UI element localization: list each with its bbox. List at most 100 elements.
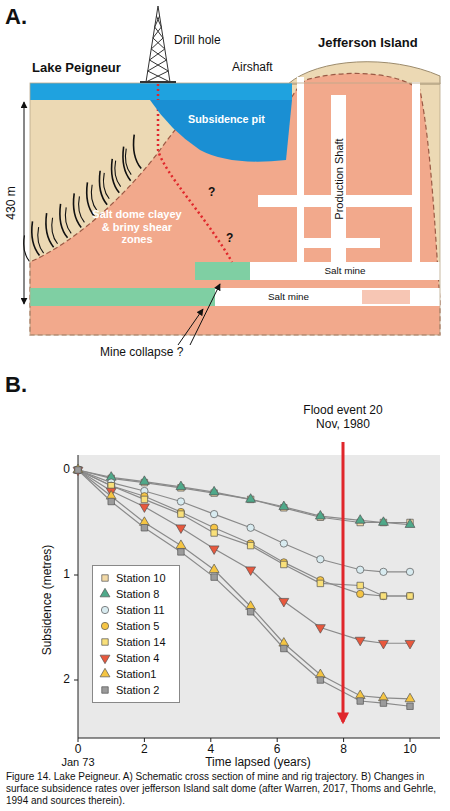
data-marker	[379, 692, 389, 701]
lake-water	[30, 83, 292, 100]
legend-text: Station 4	[116, 652, 159, 664]
legend-entry: Station 5	[99, 618, 173, 634]
x-tick	[410, 738, 411, 742]
series-line	[78, 470, 410, 706]
station-series	[73, 464, 415, 527]
data-marker	[209, 486, 219, 495]
series-line	[78, 470, 410, 572]
shear-stroke	[65, 207, 71, 233]
node-text: Production Shaft	[333, 138, 345, 219]
data-marker	[211, 530, 217, 536]
rig-brace	[153, 27, 161, 38]
callout-label: Mine collapse ?	[100, 346, 183, 360]
data-marker	[74, 466, 81, 473]
legend-marker	[99, 588, 111, 600]
legend-text: Station 8	[116, 588, 159, 600]
data-marker	[317, 556, 324, 563]
station-series	[74, 466, 413, 575]
data-marker	[177, 498, 184, 505]
data-marker	[407, 593, 413, 599]
tick-label: 1	[63, 568, 70, 582]
legend-text: Station 2	[116, 684, 159, 696]
data-marker	[380, 568, 387, 575]
legend-box: Station 10 Station 8 Station 11 Station 5 St…	[92, 565, 180, 703]
data-marker	[139, 476, 149, 485]
node-text: Salt mine	[215, 288, 362, 306]
data-marker	[108, 498, 114, 504]
legend-entry: Station1	[99, 666, 173, 682]
x-tick	[78, 738, 79, 742]
legend-entry: Station 10	[99, 570, 173, 586]
data-marker	[73, 464, 83, 473]
station-series	[75, 467, 413, 710]
data-marker	[75, 467, 81, 473]
data-marker	[211, 574, 217, 580]
x-tick	[343, 738, 344, 742]
salt-mine-level	[30, 288, 440, 306]
rig-brace	[155, 27, 163, 38]
data-marker	[406, 568, 413, 575]
production-shaft: Production Shaft	[331, 95, 346, 262]
legend-entry: Station 8	[99, 586, 173, 602]
shear-stroke	[74, 193, 82, 227]
data-marker	[406, 592, 413, 599]
tick-label: 2	[63, 673, 70, 687]
drawing-part	[140, 81, 176, 83]
x-tick	[144, 738, 145, 742]
mine-room	[362, 290, 410, 304]
legend-entry: Station 2	[99, 682, 173, 698]
figure-caption: Figure 14. Lake Peigneur. A) Schematic c…	[6, 771, 444, 807]
data-marker	[279, 501, 289, 510]
shear-stroke	[115, 161, 121, 187]
legend-entry: Station 14	[99, 634, 173, 650]
rig-brace	[148, 60, 167, 71]
tick-label: 10	[403, 743, 416, 757]
data-marker	[75, 467, 81, 473]
data-marker	[355, 515, 365, 524]
legend-symbol	[102, 687, 108, 693]
data-marker	[317, 580, 323, 586]
legend-text: Station 5	[116, 620, 159, 632]
tick-label: 0	[63, 463, 70, 477]
data-marker	[246, 494, 256, 503]
data-marker	[357, 590, 364, 597]
shear-stroke	[38, 227, 44, 253]
shear-stroke	[125, 149, 131, 175]
part-label: Drill hole	[174, 34, 221, 48]
data-marker	[247, 609, 253, 615]
plot-area	[78, 455, 440, 738]
shear-stroke	[99, 171, 107, 205]
series-line	[78, 470, 410, 596]
data-marker	[139, 517, 149, 526]
data-marker	[355, 690, 365, 699]
series-line	[78, 470, 410, 596]
tick-label: 8	[340, 743, 347, 757]
data-marker	[141, 525, 147, 531]
data-marker	[209, 564, 219, 573]
legend-marker	[99, 652, 111, 664]
axis-note: Jan 73	[61, 756, 94, 769]
data-marker	[73, 464, 83, 473]
data-marker	[209, 546, 219, 555]
data-marker	[210, 510, 217, 517]
shear-stroke	[123, 147, 131, 181]
axis-ticks	[74, 470, 410, 742]
data-marker	[178, 511, 184, 517]
data-marker	[281, 645, 287, 651]
x-axis	[78, 738, 440, 739]
legend-text: Station 11	[116, 604, 165, 616]
panel-letter: A.	[5, 4, 27, 29]
data-marker	[176, 525, 186, 534]
legend-marker	[99, 684, 111, 696]
rig-brace	[148, 71, 170, 82]
legend-text: Station 10	[116, 572, 166, 584]
data-marker	[73, 467, 83, 476]
shear-stroke	[24, 235, 30, 261]
depth-dimension	[24, 102, 25, 304]
vent-shaft	[412, 82, 420, 263]
data-marker	[176, 540, 186, 549]
x-tick	[277, 738, 278, 742]
legend-symbol	[101, 622, 108, 629]
rig-brace	[151, 38, 163, 49]
data-marker	[247, 542, 253, 548]
